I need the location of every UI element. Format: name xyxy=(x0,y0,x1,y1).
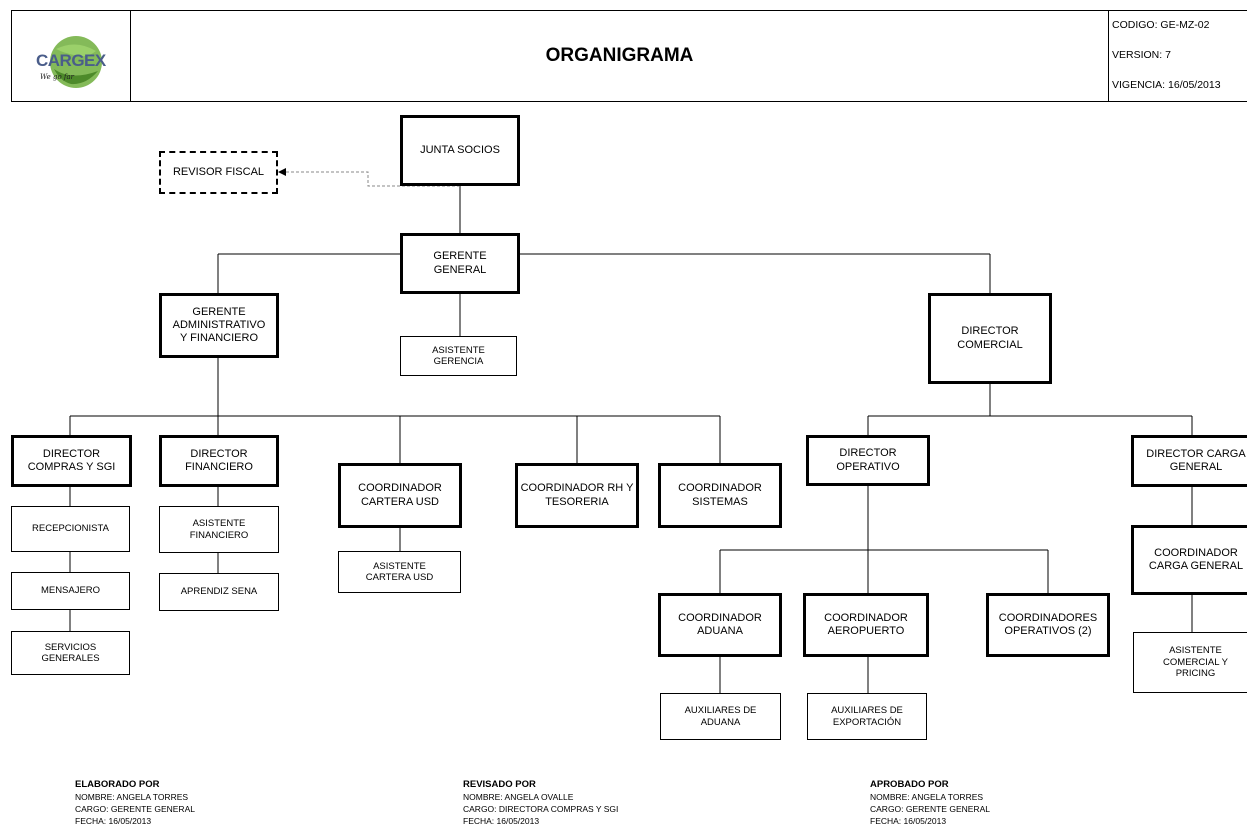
box-asistente-gerencia: ASISTENTE GERENCIA xyxy=(400,336,517,376)
logo-cell: CARGEX We go far xyxy=(11,10,131,102)
revisado-cargo: CARGO: DIRECTORA COMPRAS Y SGI xyxy=(463,804,619,814)
logo-tagline: We go far xyxy=(40,73,75,81)
elaborado-heading: ELABORADO POR xyxy=(75,779,160,790)
aprobado-cargo: CARGO: GERENTE GENERAL xyxy=(870,804,990,814)
globe-icon xyxy=(50,36,102,88)
box-coordinador-cartera: COORDINADOR CARTERA USD xyxy=(338,463,462,528)
box-director-compras: DIRECTOR COMPRAS Y SGI xyxy=(11,435,132,487)
box-coordinador-sistemas: COORDINADOR SISTEMAS xyxy=(658,463,782,528)
aprobado-heading: APROBADO POR xyxy=(870,779,949,790)
elaborado-cargo: CARGO: GERENTE GENERAL xyxy=(75,804,195,814)
box-coordinador-aduana: COORDINADOR ADUANA xyxy=(658,593,782,657)
box-revisor-fiscal: REVISOR FISCAL xyxy=(159,151,278,194)
box-junta-socios: JUNTA SOCIOS xyxy=(400,115,520,186)
box-coordinador-carga: COORDINADOR CARGA GENERAL xyxy=(1131,525,1247,595)
box-aprendiz-sena: APRENDIZ SENA xyxy=(159,573,279,611)
box-director-operativo: DIRECTOR OPERATIVO xyxy=(806,435,930,486)
box-director-comercial: DIRECTOR COMERCIAL xyxy=(928,293,1052,384)
box-gerente-general: GERENTE GENERAL xyxy=(400,233,520,294)
signature-revisado: REVISADO POR NOMBRE: ANGELA OVALLE CARGO… xyxy=(463,779,618,827)
box-asistente-financiero: ASISTENTE FINANCIERO xyxy=(159,506,279,553)
box-servicios-generales: SERVICIOS GENERALES xyxy=(11,631,130,675)
revisado-fecha: FECHA: 16/05/2013 xyxy=(463,816,540,826)
box-director-carga: DIRECTOR CARGA GENERAL xyxy=(1131,435,1247,487)
box-asistente-comercial: ASISTENTE COMERCIAL Y PRICING xyxy=(1133,632,1247,693)
cargex-logo: CARGEX We go far xyxy=(26,29,126,99)
box-coordinadores-operativos: COORDINADORES OPERATIVOS (2) xyxy=(986,593,1110,657)
elaborado-fecha: FECHA: 16/05/2013 xyxy=(75,816,152,826)
box-coordinador-aeropuerto: COORDINADOR AEROPUERTO xyxy=(803,593,929,657)
codigo-text: CODIGO: GE-MZ-02 xyxy=(1112,19,1210,31)
signature-elaborado: ELABORADO POR NOMBRE: ANGELA TORRES CARG… xyxy=(75,779,195,827)
aprobado-nombre: NOMBRE: ANGELA TORRES xyxy=(870,792,984,802)
box-asistente-cartera: ASISTENTE CARTERA USD xyxy=(338,551,461,593)
aprobado-fecha: FECHA: 16/05/2013 xyxy=(870,816,947,826)
elaborado-nombre: NOMBRE: ANGELA TORRES xyxy=(75,792,189,802)
vigencia-text: VIGENCIA: 16/05/2013 xyxy=(1112,79,1221,91)
box-coordinador-rh: COORDINADOR RH Y TESORERIA xyxy=(515,463,639,528)
revisado-heading: REVISADO POR xyxy=(463,779,536,790)
revisado-nombre: NOMBRE: ANGELA OVALLE xyxy=(463,792,574,802)
box-recepcionista: RECEPCIONISTA xyxy=(11,506,130,552)
box-director-financiero: DIRECTOR FINANCIERO xyxy=(159,435,279,487)
box-gerente-administrativo: GERENTE ADMINISTRATIVO Y FINANCIERO xyxy=(159,293,279,358)
box-auxiliares-aduana: AUXILIARES DE ADUANA xyxy=(660,693,781,740)
document-meta: CODIGO: GE-MZ-02 VERSION: 7 VIGENCIA: 16… xyxy=(1108,10,1247,102)
version-text: VERSION: 7 xyxy=(1112,49,1171,61)
box-mensajero: MENSAJERO xyxy=(11,572,130,610)
logo-text: CARGEX xyxy=(36,51,106,70)
signature-aprobado: APROBADO POR NOMBRE: ANGELA TORRES CARGO… xyxy=(870,779,990,827)
box-auxiliares-exportacion: AUXILIARES DE EXPORTACIÓN xyxy=(807,693,927,740)
